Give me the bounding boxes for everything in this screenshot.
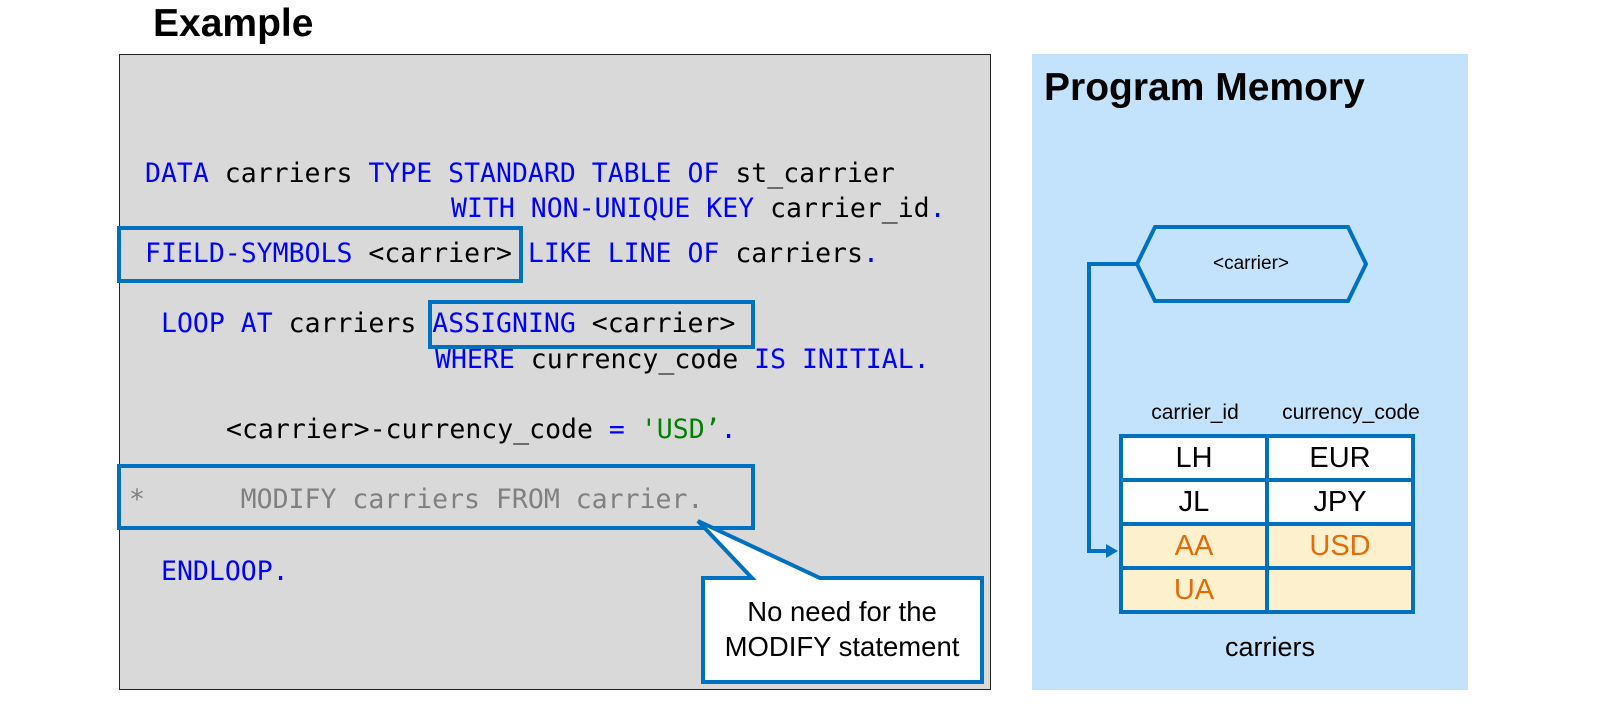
table-cell: USD [1265, 522, 1415, 570]
table-cell: JPY [1265, 478, 1415, 526]
code-keyword: WHERE [435, 344, 515, 375]
table-cell: JL [1119, 478, 1269, 526]
code-line-loop: LOOP AT carriers ASSIGNING <carrier> [161, 307, 735, 341]
code-line-data: DATA carriers TYPE STANDARD TABLE OF st_… [145, 157, 895, 191]
assigning-highlight-box [428, 300, 755, 349]
code-text: <carrier> [575, 308, 736, 339]
code-keyword: = [608, 414, 625, 445]
code-text: carriers [208, 158, 369, 189]
code-comment: * MODIFY carriers FROM carrier. [129, 484, 704, 515]
table-row-highlighted: AA USD [1119, 522, 1415, 570]
pointer-arrow-head [1106, 544, 1118, 558]
code-keyword: ASSIGNING [432, 308, 576, 339]
table-cell [1265, 566, 1415, 614]
code-line-key: WITH NON-UNIQUE KEY carrier_id. [451, 192, 946, 226]
code-keyword: LIKE LINE OF [527, 238, 720, 269]
table-row-highlighted: UA [1119, 566, 1415, 614]
callout-line: No need for the [747, 596, 937, 627]
code-line-endloop: ENDLOOP. [161, 555, 289, 589]
code-keyword: WITH NON-UNIQUE KEY [451, 193, 755, 224]
code-text: <carrier>-currency_code [226, 414, 609, 445]
pointer-connector [1087, 262, 1137, 553]
table-cell: LH [1119, 434, 1269, 482]
code-keyword: . [862, 238, 879, 269]
table-row: LH EUR [1119, 434, 1415, 482]
field-symbols-highlight-box [117, 226, 523, 283]
column-header-carrier-id: carrier_id [1151, 401, 1239, 424]
code-keyword: ENDLOOP. [161, 556, 289, 587]
callout-text: No need for the MODIFY statement [705, 594, 979, 664]
code-text: carriers [272, 308, 433, 339]
code-text: currency_code [514, 344, 755, 375]
table-cell: AA [1119, 522, 1269, 570]
table-name-caption: carriers [1224, 632, 1315, 662]
program-memory-title: Program Memory [1044, 66, 1365, 109]
code-line-where: WHERE currency_code IS INITIAL. [435, 343, 930, 377]
code-text: st_carrier [719, 158, 895, 189]
column-header-currency-code: currency_code [1282, 401, 1420, 424]
code-line-modify-comment: * MODIFY carriers FROM carrier. [129, 483, 703, 517]
callout-bubble [696, 519, 984, 684]
field-symbol-text: <carrier> [1212, 253, 1290, 274]
code-keyword: IS INITIAL. [754, 344, 930, 375]
table-cell: UA [1119, 566, 1269, 614]
code-keyword: . [720, 414, 737, 445]
code-line-assign: <carrier>-currency_code = 'USD’. [226, 413, 737, 447]
callout-line: MODIFY statement [724, 631, 960, 662]
slide-title: Example [153, 2, 314, 45]
code-keyword: . [929, 193, 946, 224]
code-line-field-symbols: FIELD-SYMBOLS <carrier> LIKE LINE OF car… [145, 237, 879, 271]
code-keyword: LOOP AT [161, 308, 273, 339]
code-text: carriers [719, 238, 863, 269]
code-string: 'USD’ [624, 414, 721, 445]
table-row: JL JPY [1119, 478, 1415, 526]
table-cell: EUR [1265, 434, 1415, 482]
code-keyword: DATA [145, 158, 209, 189]
code-keyword: TYPE STANDARD TABLE OF [368, 158, 720, 189]
code-text: <carrier> [352, 238, 528, 269]
code-keyword: FIELD-SYMBOLS [145, 238, 353, 269]
code-text: carrier_id [754, 193, 930, 224]
carriers-table: LH EUR JL JPY AA USD UA [1119, 434, 1415, 614]
modify-highlight-box [117, 464, 755, 530]
